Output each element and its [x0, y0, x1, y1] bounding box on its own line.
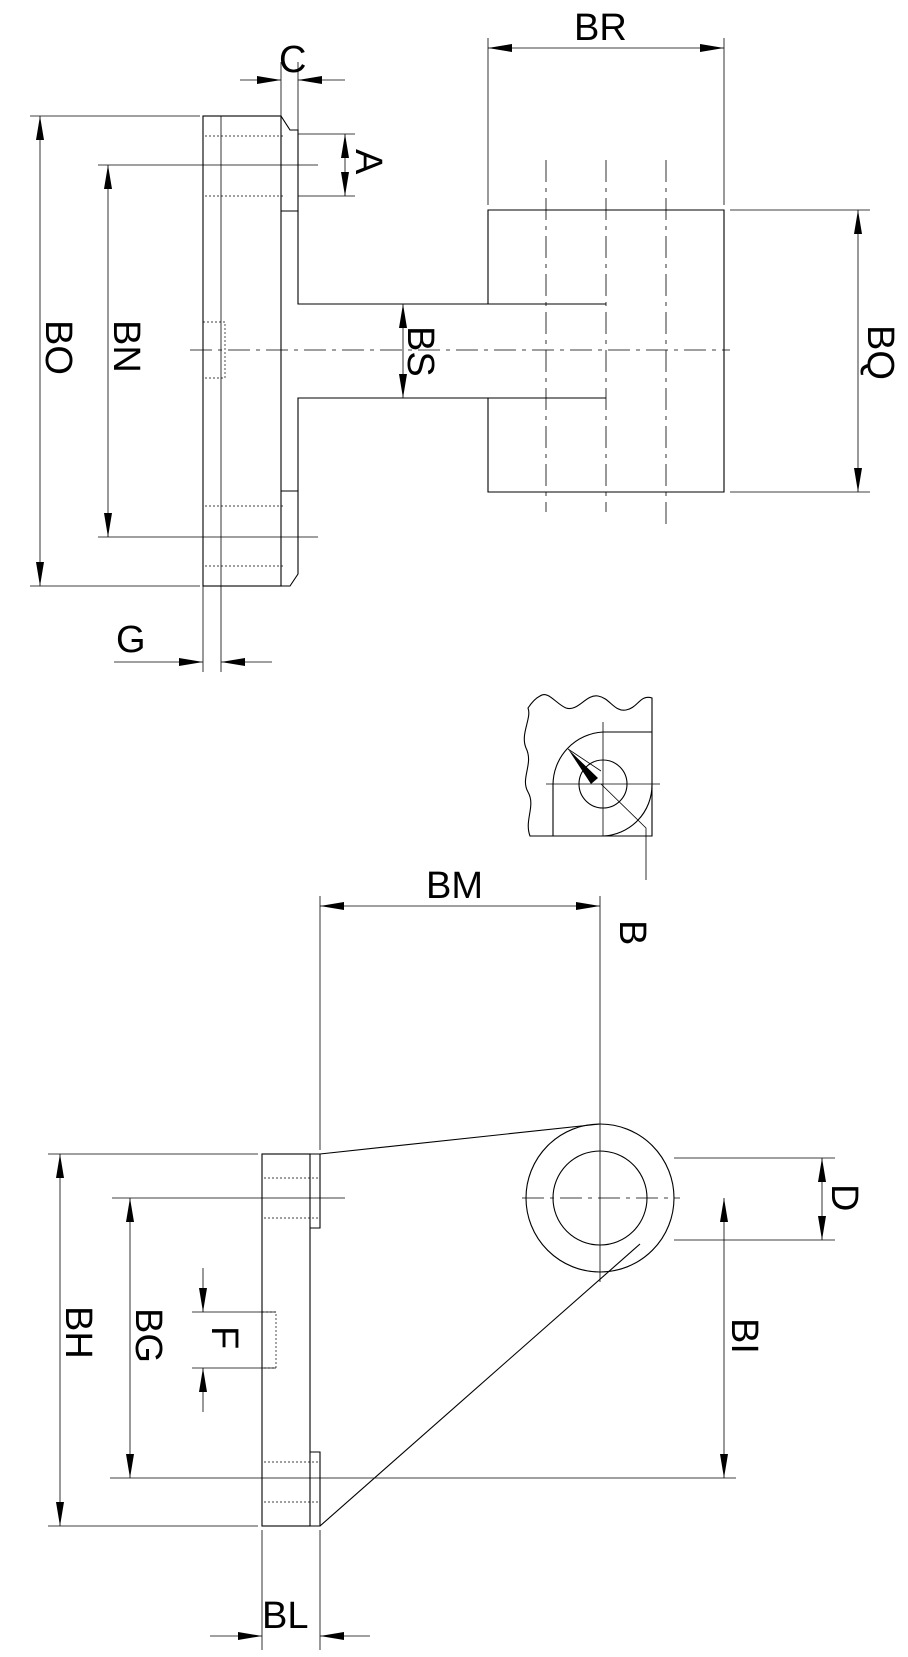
label-bm: BM — [426, 865, 483, 907]
arm-and-hub — [297, 209, 725, 493]
boss-bottom — [281, 490, 299, 587]
arm-bottom-edge — [319, 1243, 641, 1527]
label-c: C — [279, 39, 306, 81]
detail-b-arrowhead — [568, 749, 598, 784]
label-bl: BL — [262, 1595, 308, 1637]
label-bg: BG — [127, 1308, 169, 1363]
label-br: BR — [574, 7, 627, 49]
label-b: B — [611, 920, 653, 945]
front-boss-bottom — [310, 1451, 321, 1527]
detail-b-leader-line — [600, 783, 647, 880]
label-bq: BQ — [859, 325, 901, 380]
front-plate — [261, 1153, 311, 1527]
label-g: G — [116, 619, 146, 661]
boss-top — [280, 115, 299, 212]
label-bo: BO — [37, 320, 79, 375]
arm-top-edge — [319, 1123, 601, 1155]
detail-b-breakout — [523, 694, 653, 837]
detail-b-leader — [567, 748, 602, 772]
label-bh: BH — [57, 1306, 99, 1359]
top-view: C A BR BQ BS BN BO — [30, 7, 901, 672]
label-d: D — [823, 1184, 865, 1211]
front-pin-hidden — [261, 1311, 277, 1369]
front-view: BM D BI BG BH F BL — [48, 865, 865, 1650]
label-f: F — [203, 1326, 245, 1349]
label-bn: BN — [105, 320, 147, 373]
label-bs: BS — [399, 326, 441, 377]
label-bi: BI — [723, 1318, 765, 1354]
detail-b: B — [523, 694, 660, 945]
flange-plate — [202, 115, 282, 587]
front-boss-top — [310, 1153, 321, 1229]
label-a: A — [347, 149, 389, 175]
